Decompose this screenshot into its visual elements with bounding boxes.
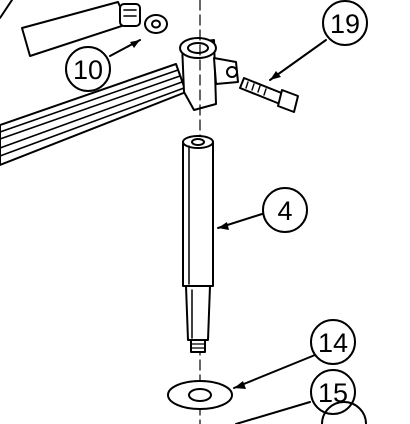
post-shaft (182, 135, 214, 353)
callout-label-14: 14 (318, 328, 348, 358)
callout-4: 4 (217, 187, 308, 233)
bolt (239, 77, 299, 113)
callout-label-4: 4 (277, 196, 292, 226)
callout-label-10: 10 (73, 55, 103, 85)
callout-15: 15 (235, 369, 356, 424)
callout-label-19: 19 (330, 9, 360, 39)
washer (167, 380, 233, 410)
callout-14: 14 (233, 319, 356, 389)
callout-19: 19 (269, 0, 368, 81)
callout-partial (321, 401, 367, 424)
small-washer (144, 14, 168, 34)
frame-tube (0, 63, 187, 166)
lever-handle (0, 0, 141, 57)
clamp-block (179, 37, 239, 111)
callout-label-15: 15 (318, 378, 348, 408)
callout-10: 10 (65, 39, 141, 92)
